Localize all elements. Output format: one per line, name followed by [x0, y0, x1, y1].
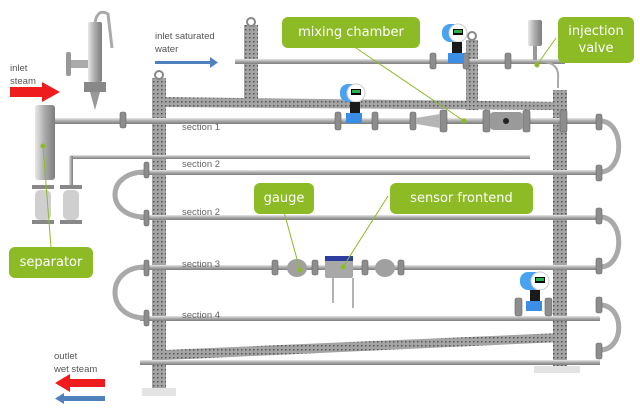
u-bend-right-2: [599, 214, 622, 270]
section-label: section 3: [182, 259, 221, 270]
frame-post-right: [553, 90, 567, 370]
pipework: [50, 59, 622, 365]
flange: [595, 257, 603, 275]
lifting-eye: [467, 31, 477, 41]
flange: [595, 342, 603, 360]
callout-mixing-chamber: mixing chamber: [282, 17, 420, 48]
inlet-steam-label: inlet steam: [10, 63, 36, 87]
frame-post-top: [244, 25, 258, 105]
flange: [544, 297, 553, 317]
flowmeter-transmitter: [520, 271, 550, 311]
injection-valve-body: [528, 20, 560, 88]
callout-gauge: gauge: [254, 183, 314, 214]
flanges: [119, 52, 603, 360]
flange: [119, 111, 127, 129]
pipe-outlet: [140, 360, 600, 365]
section-label: section 4: [182, 310, 221, 321]
frame-foot-left: [142, 388, 176, 396]
lifting-eye: [246, 17, 256, 27]
separator-vessel: [32, 105, 82, 224]
flange: [559, 109, 568, 133]
callout-injection-valve: injection valve: [558, 17, 634, 63]
pipe-inlet-water: [235, 59, 565, 64]
flange: [595, 207, 603, 225]
leader-separator: [42, 145, 52, 248]
sensor-frontend-body: [325, 256, 354, 308]
flange: [595, 296, 603, 314]
flange: [397, 259, 405, 276]
pipe-separator-riser: [69, 156, 73, 186]
callout-leaders: [42, 37, 557, 271]
callout-sensor-frontend: sensor frontend: [390, 183, 533, 214]
frame-foot-right: [534, 366, 580, 373]
u-bend-left-1: [112, 169, 146, 220]
flange: [371, 111, 379, 131]
pipe-section-2a: [140, 170, 600, 175]
flange: [361, 259, 369, 276]
flange: [143, 209, 150, 227]
flange: [143, 161, 150, 179]
flange: [311, 259, 319, 276]
safety-valve: [66, 10, 114, 110]
flange: [143, 259, 150, 277]
frame-post-left: [152, 78, 166, 393]
frame-beam-top: [160, 97, 565, 110]
outlet-steam-arrow-icon: [55, 374, 105, 392]
flange: [334, 111, 342, 131]
section-label: section 2: [182, 207, 221, 218]
outlet-wet-steam-label: outlet wet steam: [54, 351, 98, 375]
leader-sensor-frontend: [342, 195, 389, 268]
flange: [595, 164, 603, 182]
leader-injection-valve: [536, 37, 557, 66]
flowmeter-transmitter: [442, 23, 468, 63]
flange: [439, 109, 448, 133]
leader-mixing-chamber: [355, 47, 465, 122]
flange: [522, 109, 531, 133]
u-bend-right-3: [599, 302, 622, 353]
flange: [514, 297, 523, 317]
inlet-steam-arrow-icon: [10, 82, 60, 102]
leader-gauge: [283, 211, 301, 271]
flange: [482, 109, 491, 133]
flange: [429, 52, 437, 70]
frame-beam-bottom: [165, 333, 560, 360]
lifting-eye: [154, 70, 164, 80]
outlet-water-arrow-icon: [55, 393, 105, 404]
section-label: section 1: [182, 122, 221, 133]
flowmeter-transmitter: [340, 83, 366, 123]
pipe-section-3: [140, 265, 600, 270]
section-label: section 2: [182, 159, 221, 170]
pipe-section-4: [140, 316, 600, 321]
flange: [143, 309, 150, 327]
pipe-return-upper: [70, 155, 530, 159]
pipe-section-2b: [140, 215, 600, 220]
frame-post-top-right: [466, 40, 478, 110]
pipe-section-1: [50, 118, 600, 124]
u-bend-left-2: [112, 264, 146, 321]
inlet-water-label: inlet saturated water: [155, 31, 215, 55]
callout-separator: separator: [9, 247, 93, 278]
inlet-water-arrow-icon: [155, 57, 218, 68]
flange: [409, 111, 417, 131]
u-bend-right-1: [599, 118, 622, 175]
flange: [504, 52, 512, 70]
flange: [271, 259, 279, 276]
flange: [595, 113, 603, 131]
mixing-chamber-body: [416, 112, 523, 130]
